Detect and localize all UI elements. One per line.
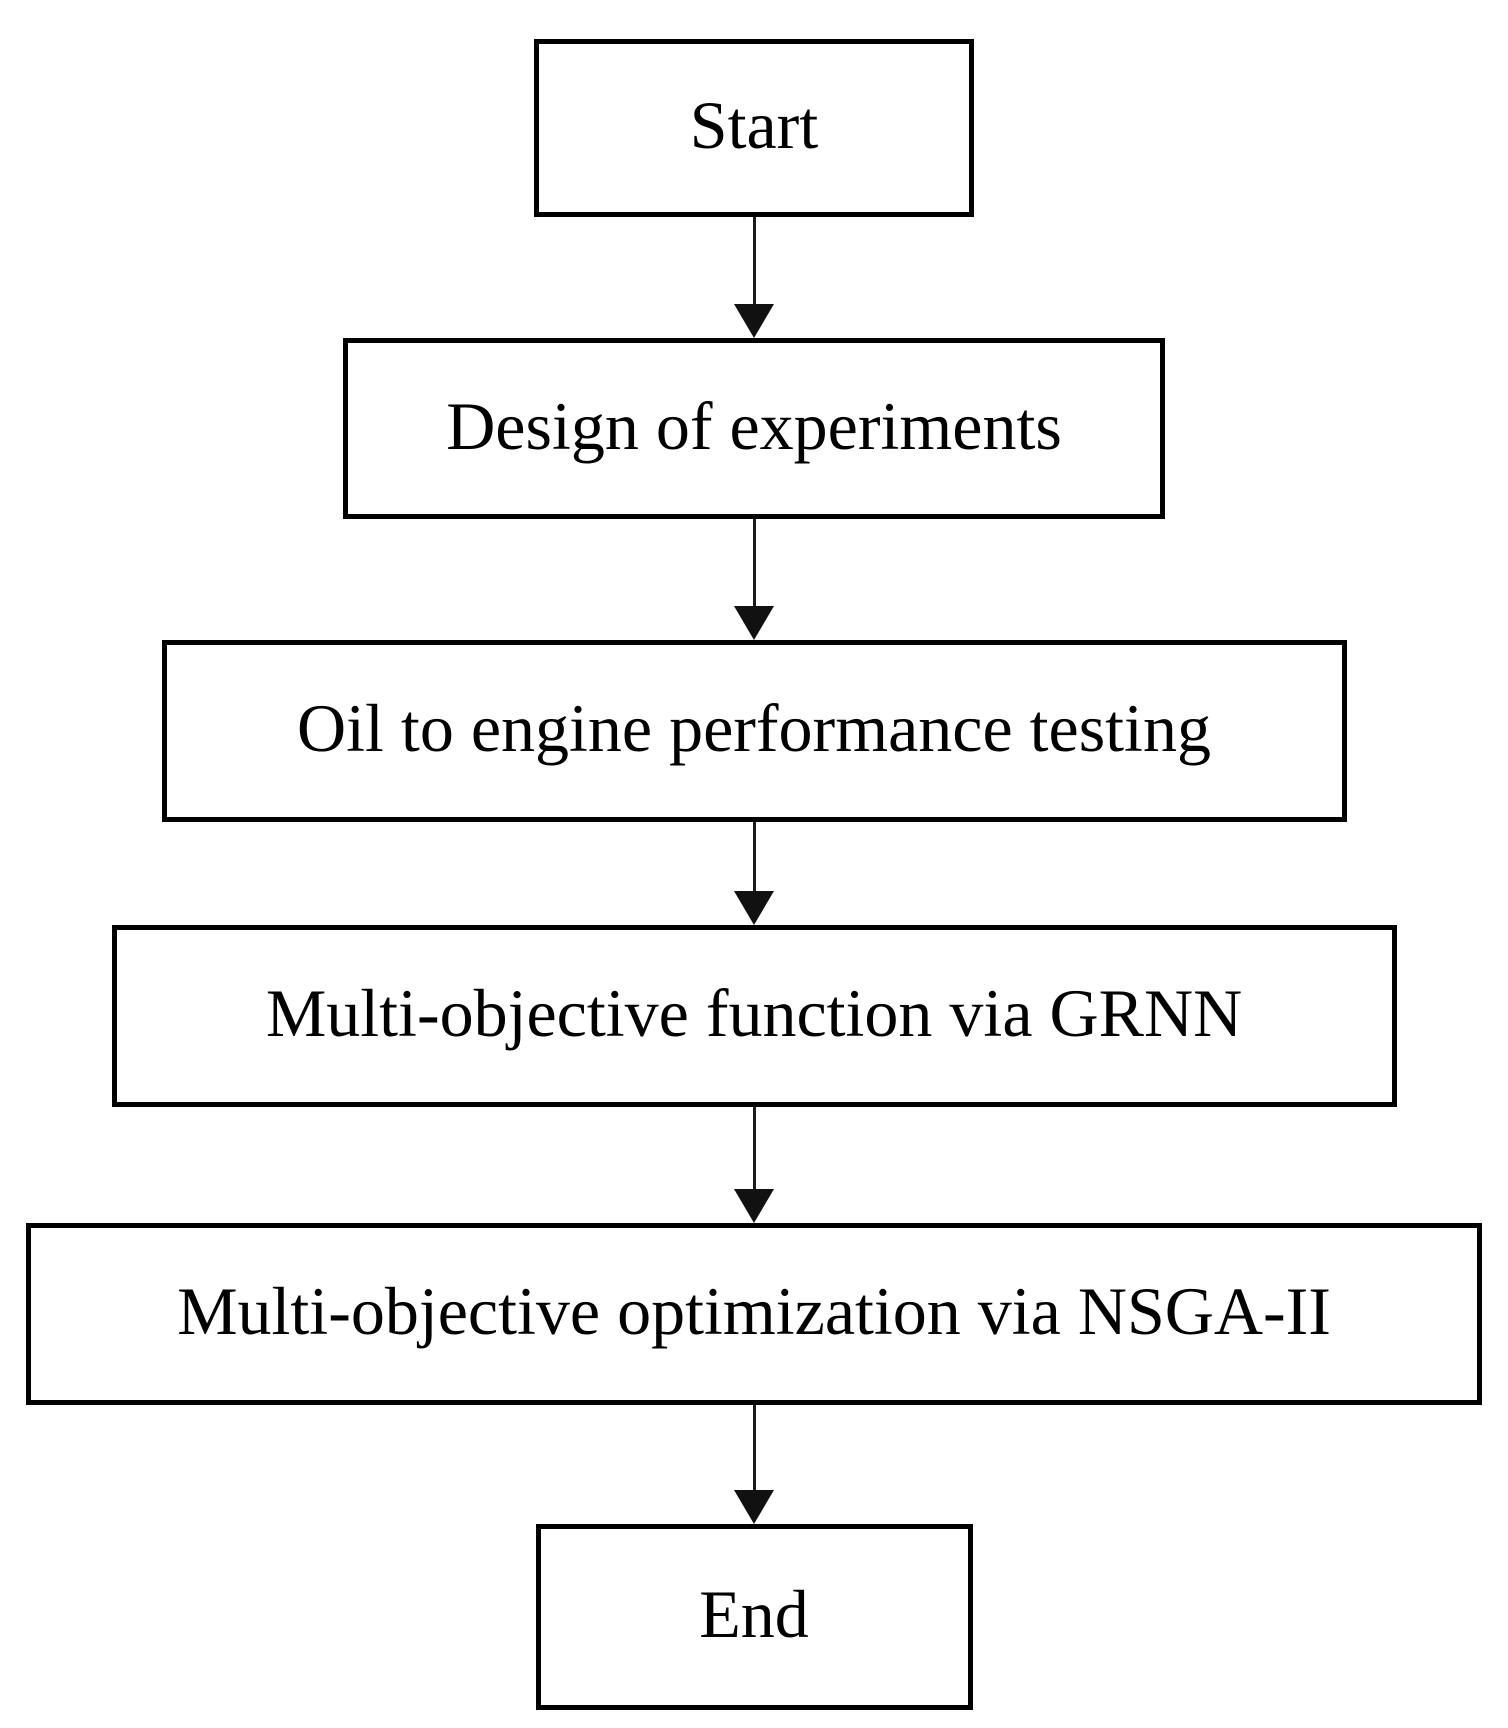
flow-node-start: Start [534,39,974,217]
flow-edge-nsga2-to-end [734,1405,774,1524]
flow-node-grnn-function: Multi-objective function via GRNN [111,925,1397,1107]
flow-node-oil-engine-testing: Oil to engine performance testing [161,640,1347,822]
flow-node-nsga2-optimization: Multi-objective optimization via NSGA-II [26,1223,1482,1405]
flow-node-end-label: End [699,1576,809,1652]
arrow-down-icon [734,1490,774,1524]
arrow-down-icon [734,1189,774,1223]
arrow-shaft [752,519,756,606]
flow-node-end: End [535,1524,973,1710]
flow-node-start-label: Start [689,87,819,163]
arrow-down-icon [734,606,774,640]
arrow-shaft [752,1107,756,1189]
arrow-shaft [752,1405,756,1490]
flow-edge-testing-to-grnn [734,822,774,925]
arrow-down-icon [734,304,774,338]
flow-node-design-of-experiments: Design of experiments [343,338,1165,519]
arrow-down-icon [734,891,774,925]
flow-node-grnn-label: Multi-objective function via GRNN [265,975,1243,1051]
flow-node-testing-label: Oil to engine performance testing [297,690,1211,766]
flow-node-nsga2-label: Multi-objective optimization via NSGA-II [177,1273,1331,1349]
flow-node-design-label: Design of experiments [446,387,1062,464]
arrow-shaft [752,217,756,304]
flow-edge-grnn-to-nsga2 [734,1107,774,1223]
arrow-shaft [752,822,756,891]
flow-edge-design-to-testing [734,519,774,640]
flow-edge-start-to-design [734,217,774,338]
